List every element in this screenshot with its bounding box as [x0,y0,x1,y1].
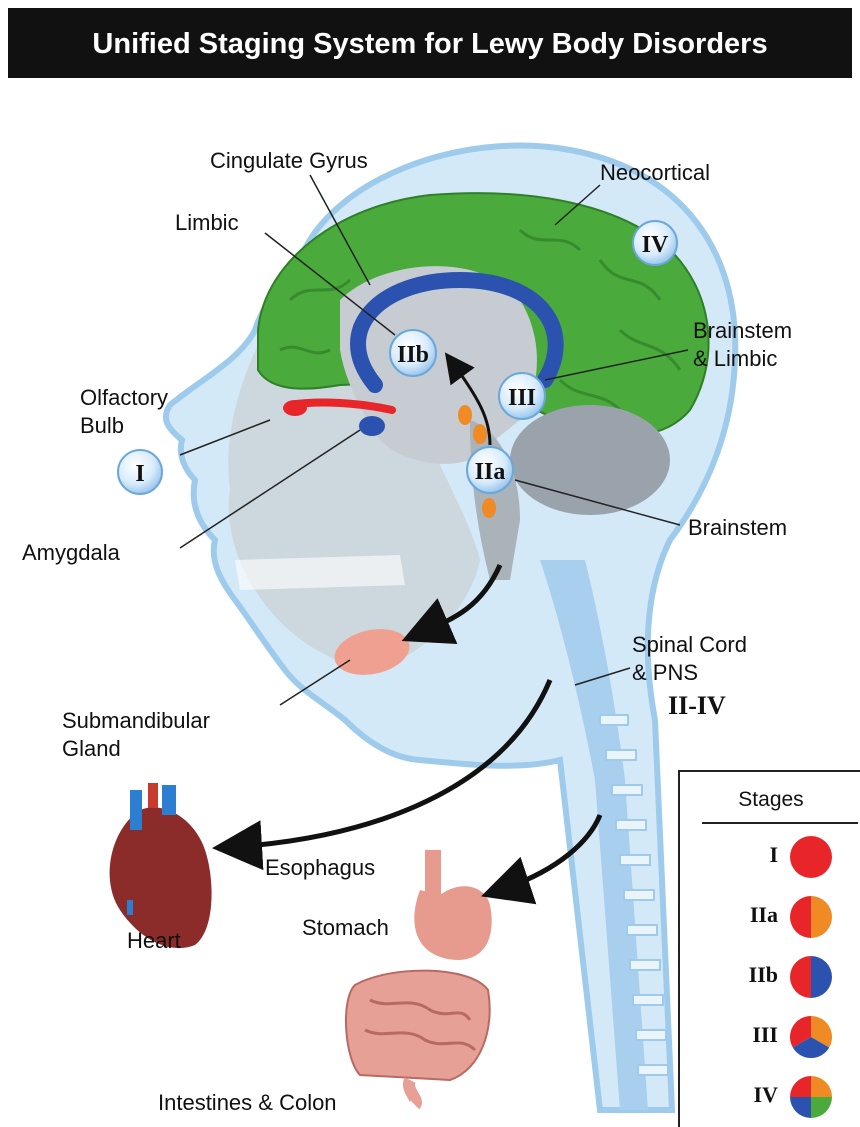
badge-stage-iia-text: IIa [475,459,506,485]
amygdala [359,416,385,436]
label-submandibular-2: Gland [62,736,121,761]
label-spinal-2: & PNS [632,660,698,685]
legend-row-iv-swatch [786,1072,836,1122]
cerebellum [510,405,670,515]
legend-row-iii-swatch [786,1012,836,1062]
label-brainstem-limbic-2: & Limbic [693,346,777,371]
label-brainstem: Brainstem [688,515,787,540]
jaw-teeth [235,555,405,590]
badge-stage-iv-text: IV [642,232,669,258]
legend-row-i: I [680,830,860,886]
label-spinal-1: Spinal Cord [632,632,747,657]
heart-organ [110,783,212,948]
label-submandibular-1: Submandibular [62,708,210,733]
legend-divider [702,822,858,824]
legend-row-i-label: I [694,842,778,868]
legend-row-iib-label: IIb [694,962,778,988]
olfactory-bulb-tip [283,400,307,416]
brainstem-nucleus-2 [473,424,487,444]
label-neocortical: Neocortical [600,160,710,185]
legend-row-iia-swatch [786,892,836,942]
label-heart: Heart [127,928,181,953]
label-brainstem-limbic-1: Brainstem [693,318,792,343]
badge-stage-iii-text: III [508,385,536,411]
label-olfactory-1: Olfactory [80,385,168,410]
legend-row-iia: IIa [680,890,860,946]
legend-row-i-swatch [786,832,836,882]
label-olfactory-2: Bulb [80,413,124,438]
legend-row-iia-label: IIa [694,902,778,928]
badge-stage-iib-text: IIb [397,342,429,368]
legend-row-iii: III [680,1010,860,1066]
label-intestines: Intestines & Colon [158,1090,337,1115]
label-cingulate-gyrus: Cingulate Gyrus [210,148,368,173]
badge-stage-iv: IV [633,221,677,265]
legend-row-iv-label: IV [694,1082,778,1108]
brainstem-nucleus-1 [458,405,472,425]
badge-stage-iii: III [499,373,545,419]
legend-row-iib: IIb [680,950,860,1006]
badge-stage-iib: IIb [390,330,436,376]
label-spinal-stage: II-IV [668,691,726,720]
legend-title: Stages [680,788,860,812]
label-limbic: Limbic [175,210,239,235]
label-stomach: Stomach [302,915,389,940]
label-amygdala: Amygdala [22,540,121,565]
label-esophagus: Esophagus [265,855,375,880]
badge-stage-i: I [118,450,162,494]
badge-stage-i-text: I [135,461,144,487]
legend-row-iib-swatch [786,952,836,1002]
legend-row-iv: IV [680,1070,860,1126]
stages-legend: Stages I IIa IIb III IV [678,770,860,1127]
digestive-organs [346,850,492,1105]
brainstem-nucleus-3 [482,498,496,518]
badge-stage-iia: IIa [467,447,513,493]
legend-row-iii-label: III [694,1022,778,1048]
